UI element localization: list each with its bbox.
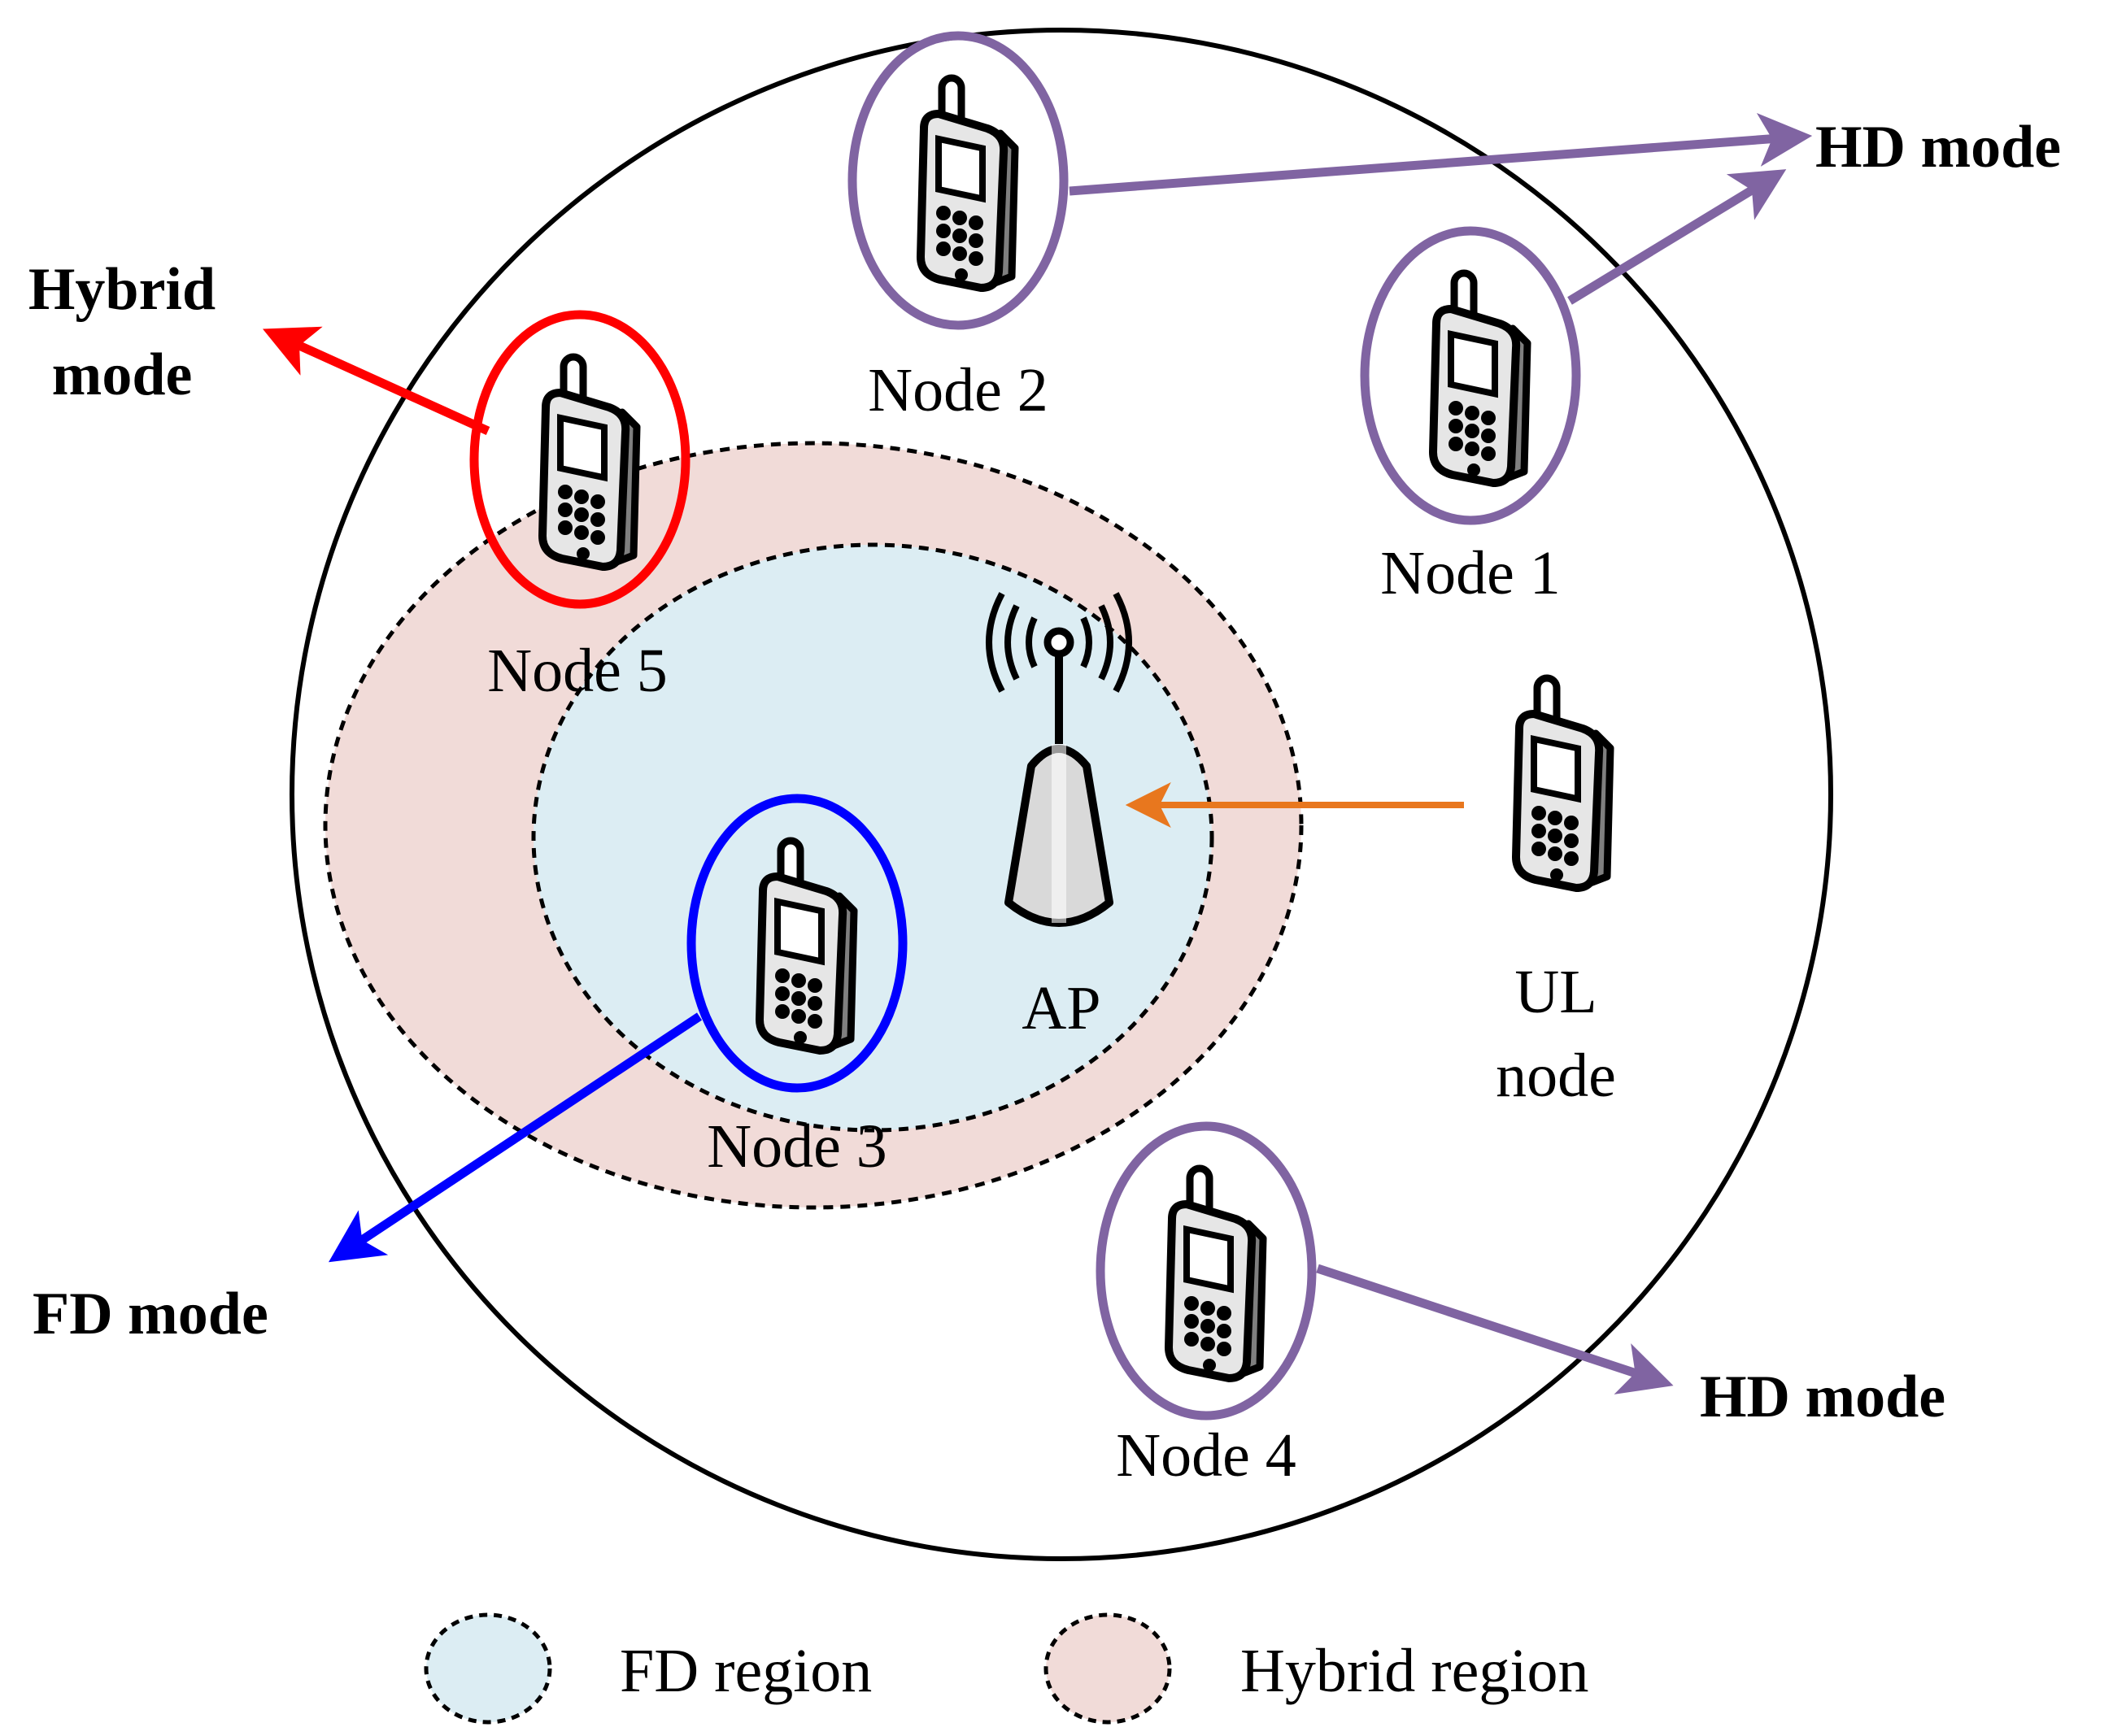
- node1-ring: [1360, 226, 1581, 525]
- hd-arrow-node1: [1567, 169, 1787, 305]
- phone-icon: [1169, 1168, 1263, 1378]
- coverage-boundary: [290, 28, 1833, 1561]
- hybrid-mode-label-line1: Hybrid: [28, 256, 216, 323]
- hd-arrow-node4: [1316, 1264, 1674, 1394]
- hybrid-mode-label-line2: mode: [52, 342, 193, 408]
- hd-mode-label-bottom: HD mode: [1700, 1364, 1945, 1430]
- ul-node-label-line2: node: [1496, 1042, 1616, 1110]
- legend: FD region Hybrid region: [424, 1612, 1588, 1725]
- ap-label: AP: [1022, 974, 1100, 1042]
- node2-label: Node 2: [868, 356, 1048, 424]
- phone-icon: [921, 78, 1015, 288]
- node4-ring: [1096, 1121, 1317, 1421]
- phone-icon: [1516, 678, 1610, 888]
- node4-label: Node 4: [1116, 1421, 1296, 1490]
- node5-label: Node 5: [487, 637, 668, 705]
- legend-fd-label: FD region: [620, 1637, 872, 1705]
- legend-fd-swatch: [424, 1612, 552, 1725]
- legend-hybrid-swatch: [1043, 1612, 1172, 1725]
- hd-mode-label-top: HD mode: [1815, 114, 2061, 181]
- hybrid-arrow-node5: [262, 326, 490, 436]
- access-point-icon: [986, 592, 1132, 927]
- hd-arrow-node2: [1069, 113, 1813, 196]
- node3-ring: [686, 794, 908, 1093]
- fd-arrow-node3: [328, 1012, 703, 1263]
- ul-node-label-line1: UL: [1514, 958, 1597, 1026]
- node5-ring: [469, 310, 691, 609]
- node2-ring: [847, 31, 1069, 330]
- node1-label: Node 1: [1380, 539, 1561, 607]
- legend-hybrid-label: Hybrid region: [1240, 1637, 1588, 1705]
- fd-mode-label: FD mode: [33, 1281, 268, 1347]
- phone-icon: [1433, 273, 1527, 483]
- node3-label: Node 3: [707, 1112, 887, 1181]
- phone-icon: [542, 357, 637, 567]
